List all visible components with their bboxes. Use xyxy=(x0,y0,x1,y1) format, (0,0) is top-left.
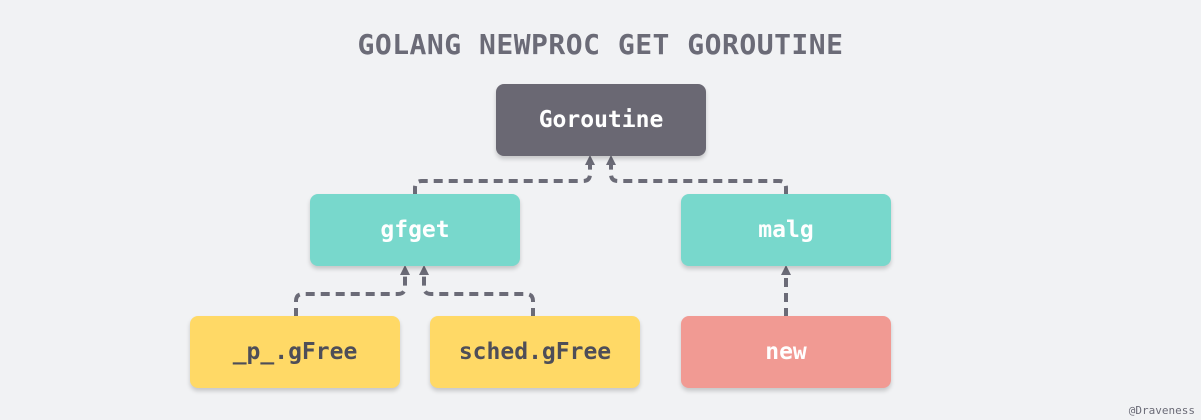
edge-malg-to-goroutine xyxy=(606,155,788,195)
sched-gfree-node: sched.gFree xyxy=(430,316,640,388)
goroutine-node: Goroutine xyxy=(496,84,706,156)
diagram-title: GOLANG NEWPROC GET GOROUTINE xyxy=(357,28,844,61)
p-gfree-node: _p_.gFree xyxy=(190,316,400,388)
malg-label: malg xyxy=(758,217,814,243)
p-gfree-label: _p_.gFree xyxy=(232,339,358,365)
edge-sched-gfree-to-gfget xyxy=(419,265,535,317)
gfget-label: gfget xyxy=(380,217,450,243)
edge-p-gfree-to-gfget xyxy=(294,265,410,317)
new-label: new xyxy=(765,339,807,365)
malg-node: malg xyxy=(681,194,891,266)
edge-gfget-to-goroutine xyxy=(413,155,595,195)
author-credit: @Draveness xyxy=(1128,404,1195,417)
new-node: new xyxy=(681,316,891,388)
sched-gfree-label: sched.gFree xyxy=(458,339,612,365)
goroutine-label: Goroutine xyxy=(538,107,664,133)
gfget-node: gfget xyxy=(310,194,520,266)
